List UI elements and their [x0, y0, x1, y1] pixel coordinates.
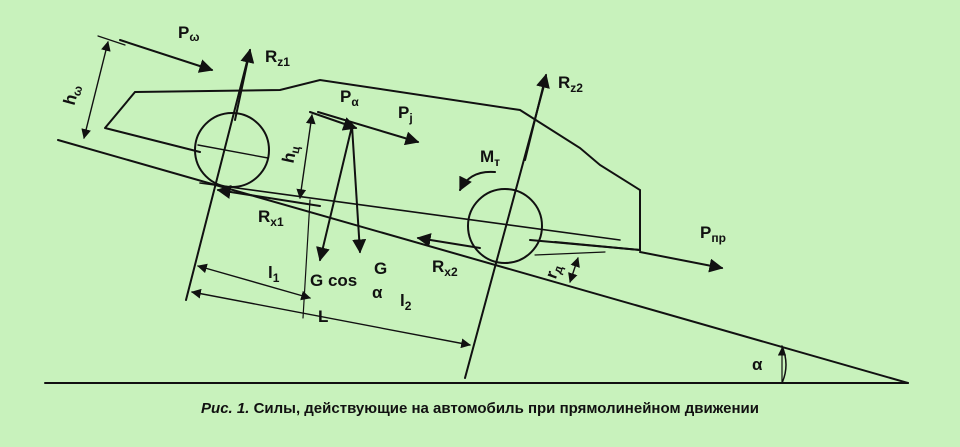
label-g: G [374, 259, 387, 278]
label-h-c: hц [279, 143, 303, 165]
p-alpha-arrow [309, 111, 358, 131]
p-pr-arrow [639, 251, 724, 273]
label-p-pr: Pпр [700, 223, 726, 245]
label-mt: Mт [480, 147, 500, 169]
rx1-arrow [216, 185, 321, 207]
label-rx1: Rx1 [258, 207, 284, 229]
caption-label: Рис. 1. [201, 400, 250, 417]
front-wheel-axle [197, 144, 269, 159]
label-g-cos: G cos [310, 271, 357, 290]
front-wheel [194, 112, 270, 188]
rz1-arrow [234, 48, 255, 121]
pj-arrow [317, 111, 420, 146]
caption-text: Силы, действующие на автомобиль при прям… [253, 400, 759, 417]
label-l2: l2 [400, 291, 412, 313]
label-l1: l1 [268, 263, 280, 285]
label-alpha: α [752, 355, 763, 374]
p-omega-arrow [119, 39, 214, 73]
car-body [104, 78, 641, 252]
rd-dim [568, 257, 580, 283]
axle-line [199, 182, 621, 241]
car-rear-line [554, 241, 641, 251]
rz2-arrow [524, 73, 550, 161]
label-h-omega: hω [60, 82, 86, 107]
label-L: L [318, 307, 328, 326]
label-g-cos-alpha: α [372, 283, 383, 302]
l-dim [191, 288, 471, 349]
label-rz1: Rz1 [265, 47, 290, 69]
figure-caption: Рис. 1. Силы, действующие на автомобиль … [0, 400, 960, 417]
label-rz2: Rz2 [558, 73, 583, 95]
label-p-omega: Pω [178, 23, 199, 44]
label-rx2: Rx2 [432, 257, 458, 279]
label-p-alpha: Pα [340, 87, 359, 109]
rear-wheel [467, 188, 543, 264]
l1-dim [197, 263, 311, 301]
slope-line [57, 139, 909, 384]
h-omega-dim [81, 41, 111, 139]
rz1-line [185, 49, 251, 301]
g-cos-arrow [316, 125, 353, 262]
h-c-dim [296, 114, 316, 199]
rx2-arrow [416, 233, 481, 249]
g-arrow [351, 125, 367, 254]
mt-arc [459, 170, 496, 192]
label-pj: Pj [398, 103, 413, 125]
